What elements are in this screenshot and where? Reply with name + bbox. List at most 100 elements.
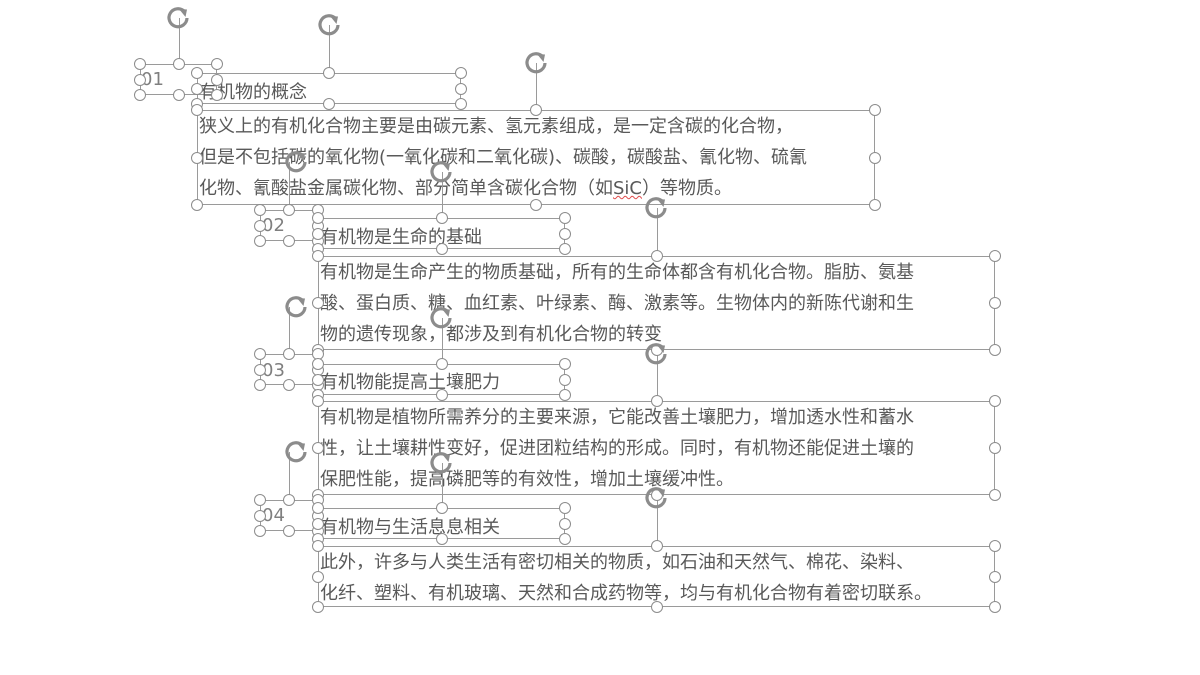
resize-handle-icon[interactable] [559,502,571,514]
resize-handle-icon[interactable] [312,373,324,386]
resize-handle-icon[interactable] [312,517,324,530]
body-line: 但是不包括碳的氧化物(一氧化碳和二氧化碳)、碳酸，碳酸盐、氰化物、硫氰 [199,147,808,168]
resize-handle-icon[interactable] [989,570,1001,583]
resize-handle-icon[interactable] [559,212,571,224]
rotate-handle-icon[interactable] [425,302,457,334]
resize-handle-icon[interactable] [530,199,542,211]
resize-handle-icon[interactable] [989,601,1001,613]
rotate-handle-icon[interactable] [640,338,672,370]
resize-handle-icon[interactable] [283,379,295,391]
resize-handle-icon[interactable] [283,204,295,216]
resize-handle-icon[interactable] [559,517,571,530]
resize-handle-icon[interactable] [650,395,663,407]
resize-handle-icon[interactable] [989,395,1001,407]
body-line: 此外，许多与人类生活有密切相关的物质，如石油和天然气、棉花、染料、 [320,552,914,573]
resize-handle-icon[interactable] [254,525,266,537]
resize-handle-icon[interactable] [323,98,335,110]
resize-handle-icon[interactable] [254,219,266,232]
resize-handle-icon[interactable] [254,235,266,247]
body-line: 狭义上的有机化合物主要是由碳元素、氢元素组成，是一定含碳的化合物， [199,116,793,137]
resize-handle-icon[interactable] [172,89,185,101]
resize-handle-icon[interactable] [312,502,324,514]
resize-handle-icon[interactable] [254,494,266,506]
resize-handle-icon[interactable] [435,502,448,514]
resize-handle-icon[interactable] [211,58,223,70]
resize-handle-icon[interactable] [134,89,146,101]
resize-handle-icon[interactable] [283,348,295,360]
resize-handle-icon[interactable] [989,297,1001,309]
rotate-handle-icon[interactable] [280,291,312,323]
resize-handle-icon[interactable] [559,358,571,370]
resize-handle-icon[interactable] [455,67,467,79]
resize-handle-icon[interactable] [191,199,203,211]
resize-handle-icon[interactable] [312,570,324,583]
resize-handle-icon[interactable] [869,151,881,164]
resize-handle-icon[interactable] [559,243,571,255]
text-run: ）等物质。 [642,178,732,199]
resize-handle-icon[interactable] [869,104,881,116]
resize-handle-icon[interactable] [312,297,324,309]
resize-handle-icon[interactable] [312,227,324,240]
rotate-handle-icon[interactable] [425,156,457,188]
resize-handle-icon[interactable] [254,509,266,522]
resize-handle-icon[interactable] [191,151,203,164]
resize-handle-icon[interactable] [650,250,663,262]
resize-handle-icon[interactable] [312,540,324,552]
resize-handle-icon[interactable] [559,373,571,386]
rotate-handle-icon[interactable] [640,192,672,224]
resize-handle-icon[interactable] [455,98,467,110]
resize-handle-icon[interactable] [989,250,1001,262]
resize-handle-icon[interactable] [435,358,448,370]
resize-handle-icon[interactable] [989,344,1001,356]
resize-handle-icon[interactable] [312,395,324,407]
resize-handle-icon[interactable] [989,540,1001,552]
resize-handle-icon[interactable] [559,227,571,240]
resize-handle-icon[interactable] [650,540,663,552]
resize-handle-icon[interactable] [211,89,223,101]
resize-handle-icon[interactable] [254,363,266,376]
resize-handle-icon[interactable] [989,489,1001,501]
resize-handle-icon[interactable] [323,67,335,79]
resize-handle-icon[interactable] [191,67,203,79]
resize-handle-icon[interactable] [312,442,324,454]
resize-handle-icon[interactable] [312,212,324,224]
resize-handle-icon[interactable] [191,82,203,95]
resize-handle-icon[interactable] [559,533,571,545]
resize-handle-icon[interactable] [312,601,324,613]
resize-handle-icon[interactable] [254,348,266,360]
rotation-stem [656,354,658,401]
rotate-handle-icon[interactable] [280,436,312,468]
resize-handle-icon[interactable] [435,243,448,255]
resize-handle-icon[interactable] [254,204,266,216]
resize-handle-icon[interactable] [312,358,324,370]
resize-handle-icon[interactable] [989,442,1001,454]
resize-handle-icon[interactable] [312,250,324,262]
resize-handle-icon[interactable] [455,82,467,95]
resize-handle-icon[interactable] [211,73,223,86]
rotate-handle-icon[interactable] [162,2,194,34]
resize-handle-icon[interactable] [191,104,203,116]
rotate-handle-icon[interactable] [520,47,552,79]
resize-handle-icon[interactable] [172,58,185,70]
spellcheck-flagged-word[interactable]: SiC [613,178,642,199]
rotate-handle-icon[interactable] [280,146,312,178]
rotation-stem [289,307,290,354]
rotation-stem [289,452,290,500]
resize-handle-icon[interactable] [435,212,448,224]
resize-handle-icon[interactable] [283,235,295,247]
resize-handle-icon[interactable] [134,58,146,70]
resize-handle-icon[interactable] [650,601,663,613]
rotate-handle-icon[interactable] [640,482,672,514]
resize-handle-icon[interactable] [530,104,542,116]
body-line: 有机物是生命产生的物质基础，所有的生命体都含有机化合物。脂肪、氨基 [320,262,914,283]
resize-handle-icon[interactable] [254,379,266,391]
resize-handle-icon[interactable] [134,73,146,86]
resize-handle-icon[interactable] [283,494,295,506]
resize-handle-icon[interactable] [435,533,448,545]
resize-handle-icon[interactable] [869,199,881,211]
rotate-handle-icon[interactable] [425,447,457,479]
resize-handle-icon[interactable] [435,389,448,401]
rotate-handle-icon[interactable] [313,9,345,41]
resize-handle-icon[interactable] [559,389,571,401]
resize-handle-icon[interactable] [283,525,295,537]
